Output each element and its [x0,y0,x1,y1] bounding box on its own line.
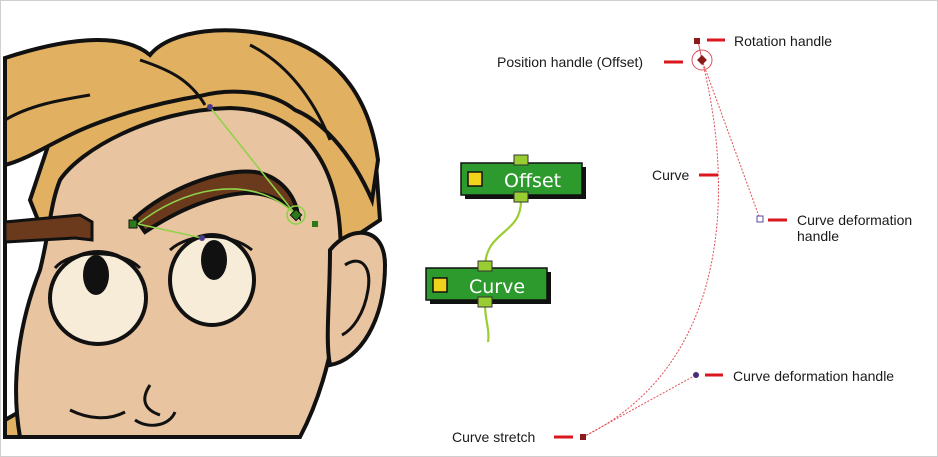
nose [134,384,177,427]
face-handle-line-2 [137,223,203,239]
hair-strand-2 [249,43,332,141]
node-graph: Offset Curve [425,154,586,343]
hair-strand-3 [4,93,91,122]
label-curve: Curve [652,167,690,183]
left-eyelid [53,252,142,270]
offset-node-enable-icon[interactable] [467,171,483,187]
label-curve-stretch: Curve stretch [452,429,536,445]
curve-node-output-port[interactable] [477,296,493,308]
offset-node-input-port[interactable] [513,154,529,166]
schematic-deform-line-1 [701,59,761,220]
left-eyebrow [3,213,94,244]
schematic-rotation-handle[interactable] [694,38,700,44]
label-curve-deformation-handle-1: Curve deformation handle [797,212,913,244]
curve-node[interactable]: Curve [425,260,551,308]
character-face [2,28,388,439]
face-deform-point-2[interactable] [199,235,205,241]
right-pupil [201,240,227,280]
offset-node-label: Offset [504,170,561,192]
offset-node[interactable]: Offset [460,154,586,203]
right-eyelid [168,235,253,252]
curve-node-enable-icon[interactable] [432,277,448,293]
ear [325,230,388,368]
face-handle-line-1 [209,106,297,216]
face-curve-stretch-handle[interactable] [128,219,138,229]
handle-schematic [554,38,787,440]
curve-node-input-port[interactable] [477,260,493,272]
label-curve-deformation-handle-2: Curve deformation handle [733,368,895,384]
face-position-handle[interactable] [289,208,303,222]
schematic-deform-line-2 [582,374,697,438]
left-eye [48,250,148,346]
face-deformation-handles [128,104,318,241]
hair-strand-1 [139,58,207,106]
schematic-curve-stretch-handle[interactable] [580,434,586,440]
schematic-position-handle[interactable] [697,55,707,65]
face-rotation-handle[interactable] [312,221,318,227]
face-rotation-ring[interactable] [286,205,306,225]
schematic-deform-handle-1[interactable] [756,215,764,223]
schematic-rotation-ring[interactable] [691,49,713,71]
offset-node-output-port[interactable] [513,191,529,203]
label-rotation-handle: Rotation handle [734,33,833,49]
curve-node-label: Curve [469,276,525,298]
face-deform-point-1[interactable] [207,104,213,110]
left-pupil [83,255,109,295]
right-eye [168,233,256,327]
schematic-curve [582,59,719,438]
schematic-deform-handle-2[interactable] [693,372,699,378]
node-output-line [483,304,490,343]
label-position-handle: Position handle (Offset) [497,54,644,70]
face-deform-curve [137,188,297,225]
cheek-line [69,408,126,420]
node-connection [483,200,523,269]
ear-inner [341,259,371,337]
front-hair [3,28,381,208]
